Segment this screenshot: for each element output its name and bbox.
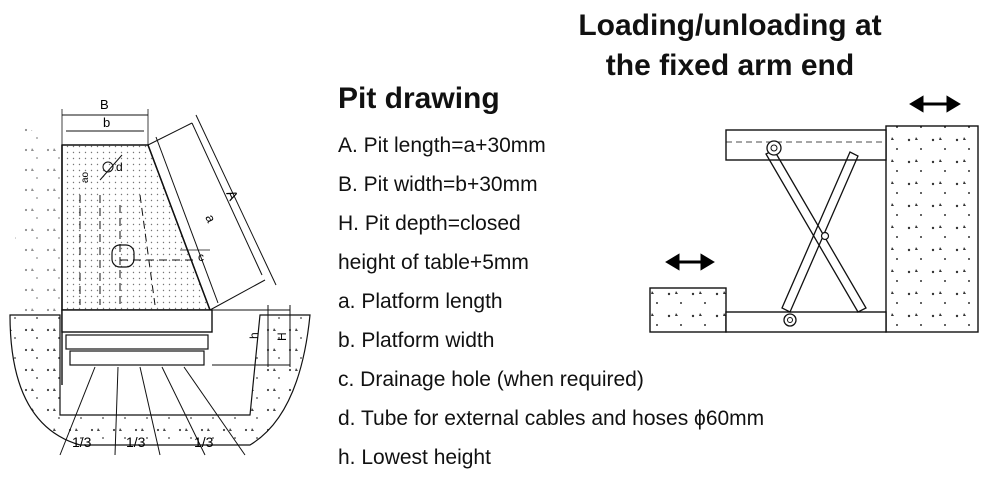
legend-item-B: B. Pit width=b+30mm <box>338 173 538 196</box>
title-line-2: the fixed arm end <box>605 49 855 82</box>
legend-item-c: c. Drainage hole (when required) <box>338 368 644 391</box>
scissor-lift-diagram <box>649 95 979 333</box>
dim-label-c: c <box>198 250 204 264</box>
double-arrow-icon <box>665 253 715 271</box>
legend-list: A. Pit length=a+30mm B. Pit width=b+30mm… <box>338 126 764 477</box>
dim-label-B: B <box>100 97 109 112</box>
legend-item-H: H. Pit depth=closed <box>338 212 521 235</box>
loading-block <box>649 287 727 333</box>
third-label-1: 1/3 <box>72 434 92 450</box>
legend-item-a: a. Platform length <box>338 290 503 313</box>
title-line-1: Loading/unloading at <box>578 9 882 42</box>
dim-label-H: H <box>275 332 289 341</box>
dim-label-ao: ao <box>80 171 91 183</box>
base-frame <box>725 311 887 333</box>
legend-item-h: h. Lowest height <box>338 446 491 469</box>
dim-label-a: a <box>202 212 219 226</box>
pit-drawing-heading: Pit drawing <box>338 82 500 115</box>
dim-label-h: h <box>247 332 261 339</box>
pit-bottom-concrete <box>9 314 311 446</box>
dim-label-A: A <box>223 188 242 204</box>
fixed-end-wall <box>885 125 979 333</box>
legend-item-H-cont: height of table+5mm <box>338 251 529 274</box>
double-arrow-icon <box>909 95 961 113</box>
dim-label-b: b <box>103 115 110 130</box>
dim-label-d: d <box>116 160 123 174</box>
pit-drawing: B b A a c d ao h H 1/3 1/3 1/3 <box>9 97 311 456</box>
slide-title: Loading/unloading at the fixed arm end <box>540 6 920 86</box>
third-label-3: 1/3 <box>194 434 214 450</box>
third-label-2: 1/3 <box>126 434 146 450</box>
legend-item-d: d. Tube for external cables and hoses ϕ6… <box>338 407 765 430</box>
legend-item-b: b. Platform width <box>338 329 495 352</box>
pit-floor <box>61 144 212 311</box>
legend-item-A: A. Pit length=a+30mm <box>338 134 546 157</box>
table-top <box>725 129 887 161</box>
